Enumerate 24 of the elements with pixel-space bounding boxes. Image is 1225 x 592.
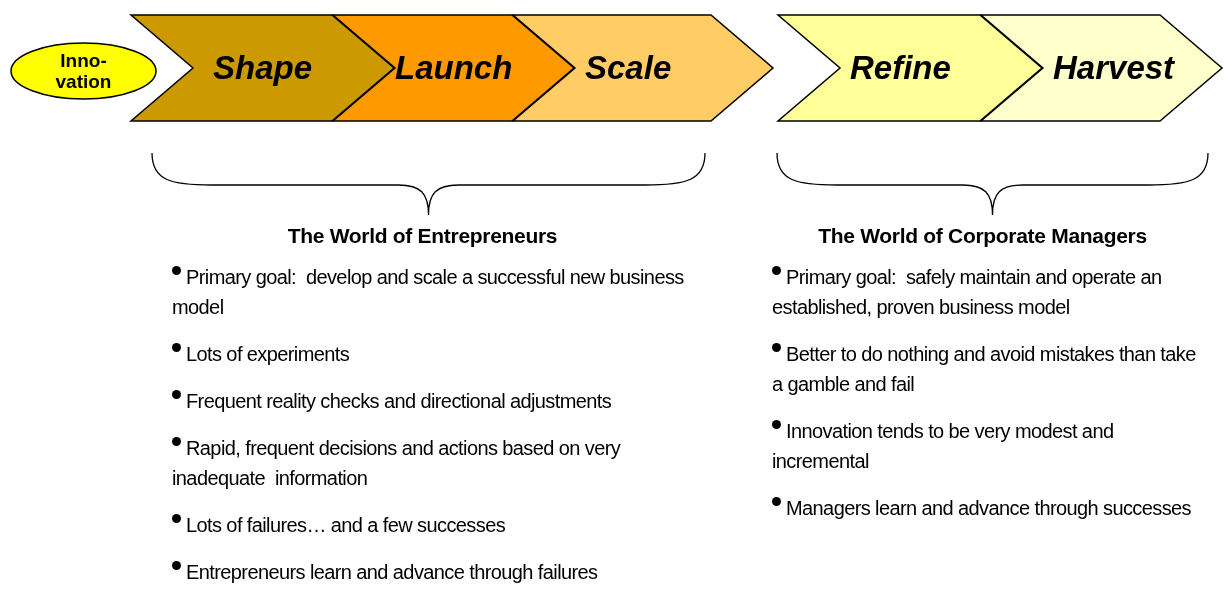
stage-banner [130,14,395,122]
stage-label: Scale [585,49,672,87]
stage-label: Harvest [1053,49,1175,87]
bullet-point: Frequent reality checks and directional adjustments [172,386,697,416]
bullet-point: Primary goal: safely maintain and operate an established, proven business model [772,262,1197,322]
stage-banner [512,14,774,122]
bullet-point: Better to do nothing and avoid mistakes than take a gamble and fail [772,339,1197,399]
stage-label: Refine [850,49,951,87]
stage-label: Shape [213,49,313,87]
section-heading: The World of Entrepreneurs [286,224,559,248]
bullet-point: Entrepreneurs learn and advance through failures [172,557,697,587]
bullet-point: Primary goal: develop and scale a successful new business model [172,262,697,322]
stage-banner [332,14,575,122]
bullet-point: Lots of failures… and a few successes [172,510,697,540]
ellipse [10,42,157,100]
stage-banner [980,14,1223,122]
bullet-point: Lots of experiments [172,339,697,369]
bullet-point: Innovation tends to be very modest and incremental [772,416,1197,476]
section-heading: The World of Corporate Managers [817,224,1148,248]
bullet-point: Rapid, frequent decisions and actions based on very inadequate information [172,433,697,493]
bullet-point: Managers learn and advance through successes [772,493,1197,523]
stage-label: Launch [395,49,513,87]
stage-label: Inno- vation [54,50,113,92]
stage-banner [777,14,1043,122]
